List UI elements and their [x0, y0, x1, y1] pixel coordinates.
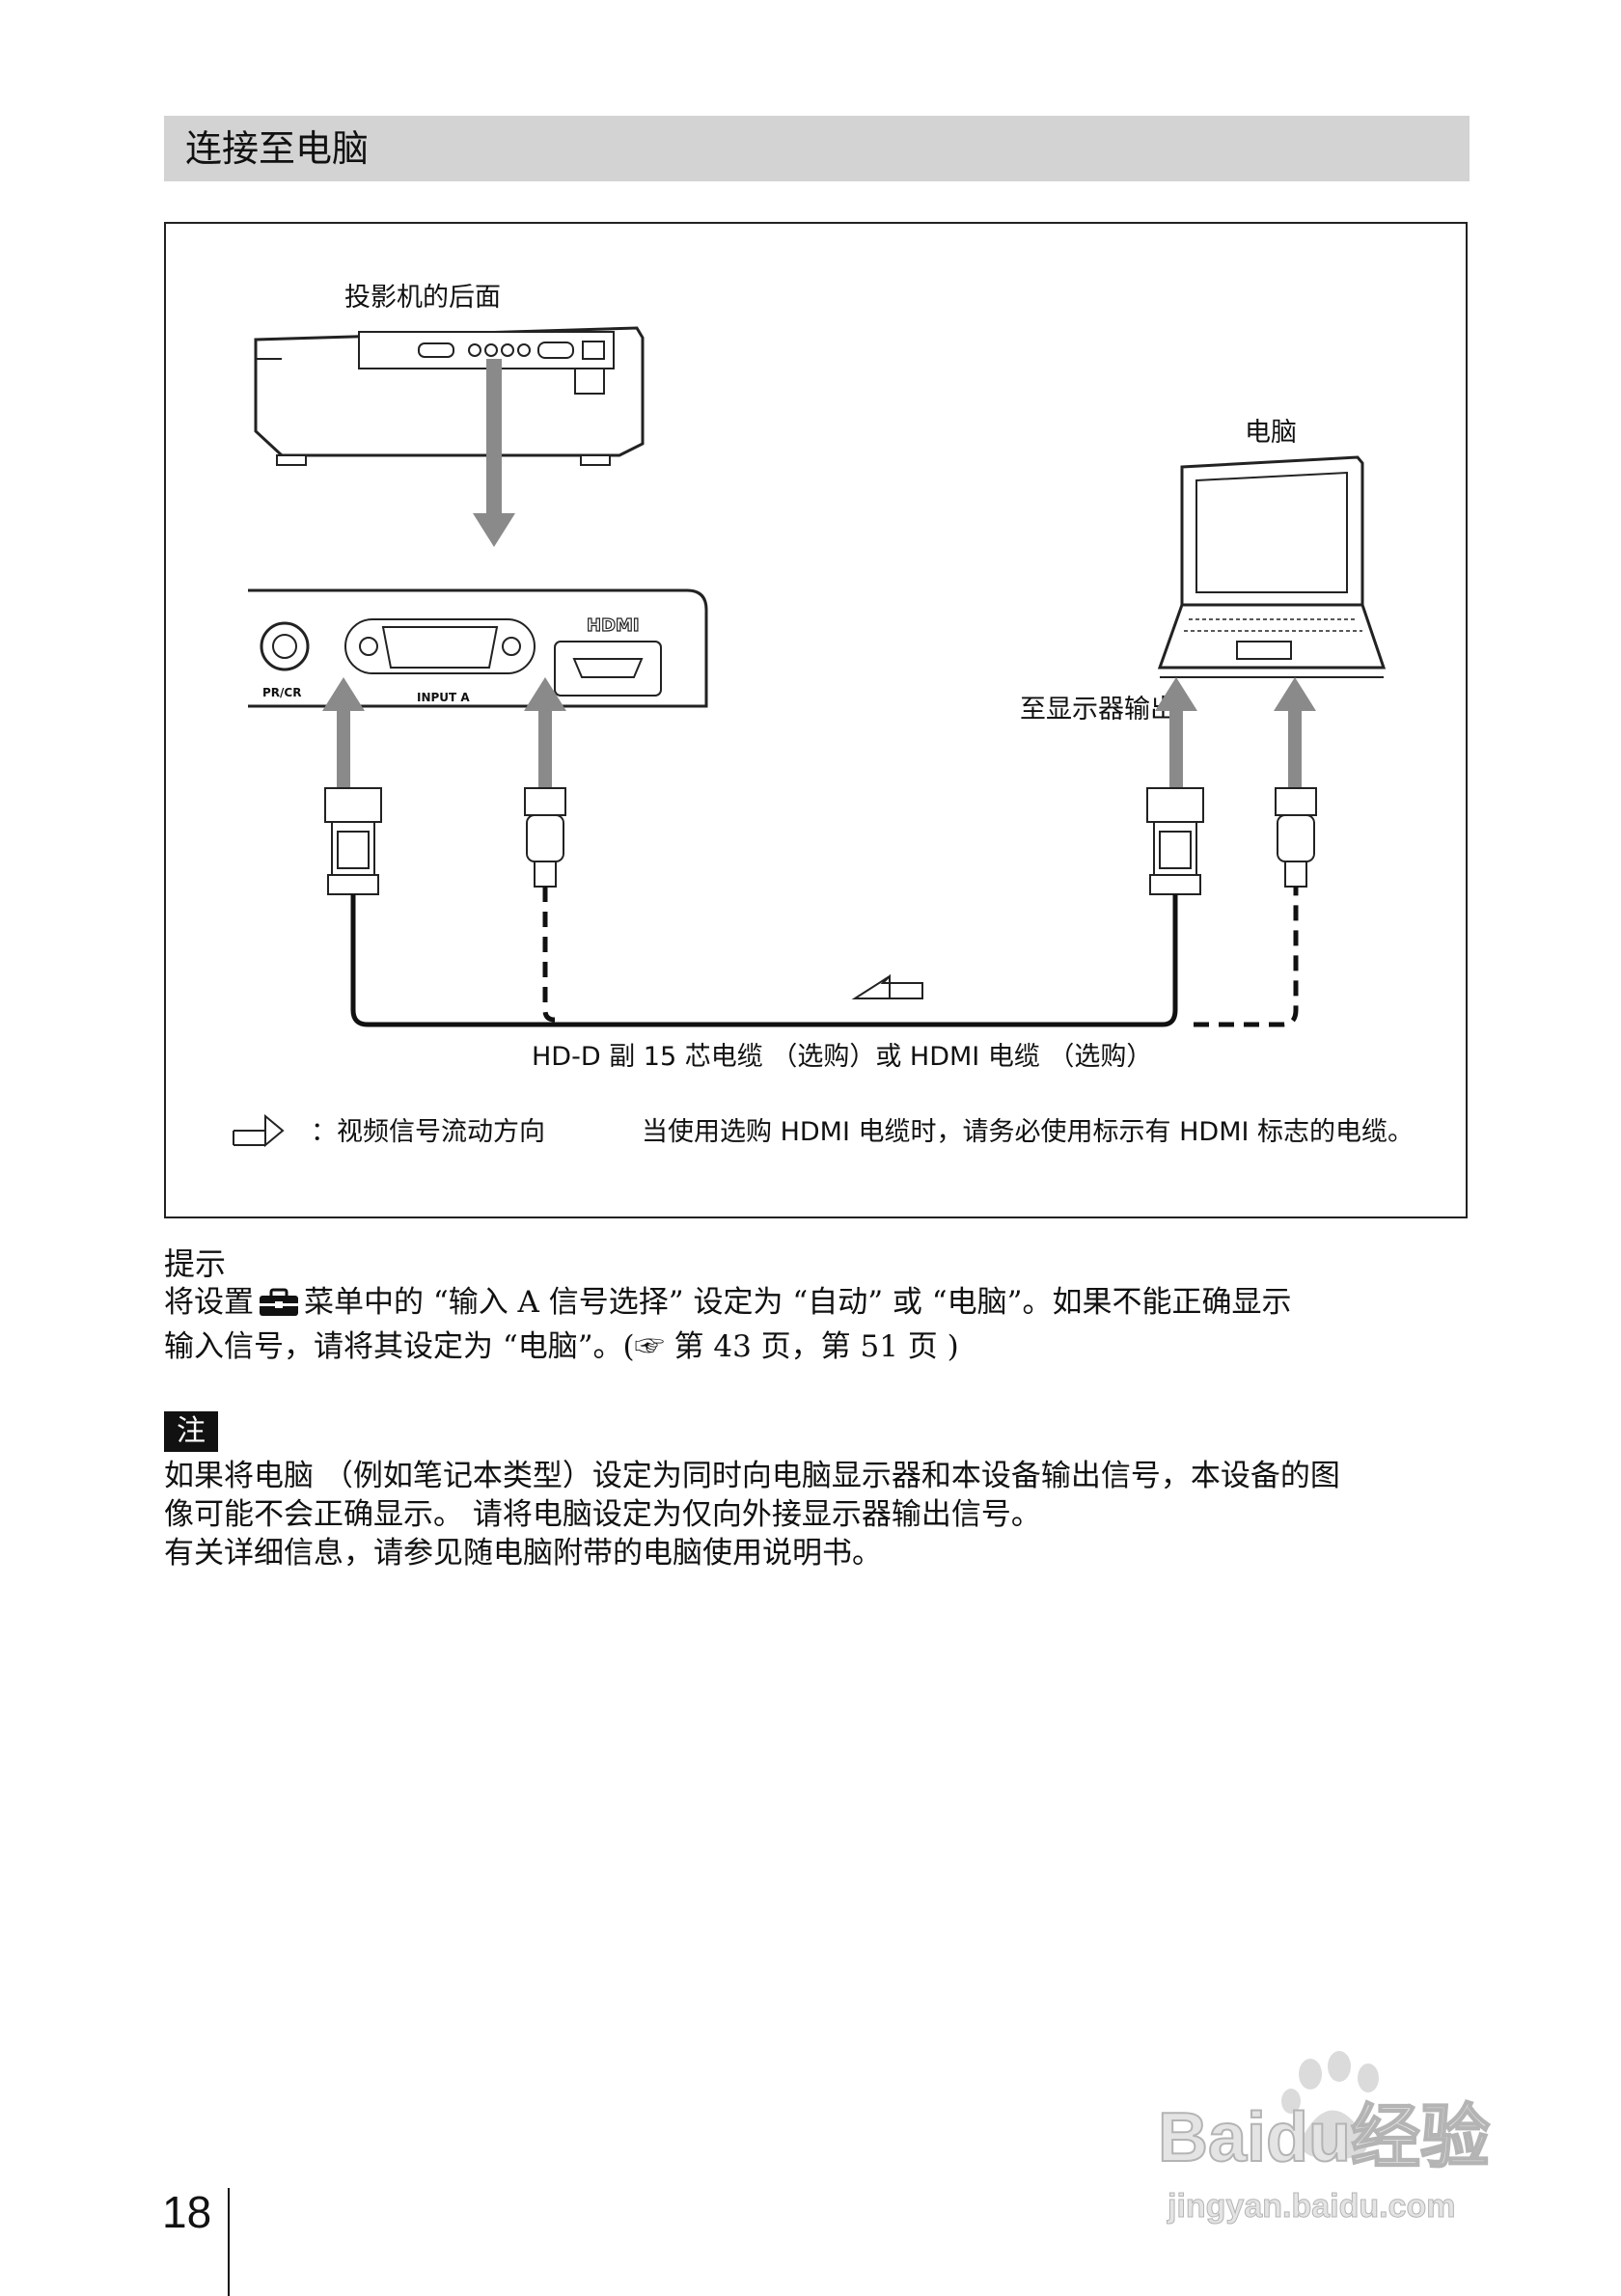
hdmi-logo-label: HDMI — [587, 615, 640, 636]
hdmi-cable-line — [1194, 887, 1299, 1027]
input-a-port-label: INPUT A — [417, 691, 470, 704]
hdmi-cable-line — [542, 887, 556, 1023]
baidu-watermark-logo: Baidu经验 jingyan.baidu.com — [1157, 2051, 1491, 2226]
hdmi-connector-icon — [524, 787, 566, 888]
hdmi-cable-note: 当使用选购 HDMI 电缆时，请务必使用标示有 HDMI 标志的电缆。 — [642, 1117, 1414, 1147]
page-number: 18 — [162, 2187, 212, 2237]
note-line-3: 有关详细信息，请参见随电脑附带的电脑使用说明书。 — [164, 1536, 882, 1571]
vga-connector-icon — [1146, 787, 1204, 895]
hint-heading: 提示 — [164, 1245, 227, 1282]
signal-flow-arrow-icon — [851, 973, 923, 999]
note-line-1: 如果将电脑 （例如笔记本类型）设定为同时向电脑显示器和本设备输出信号，本设备的图 — [164, 1459, 1340, 1493]
hdmi-connector-icon — [1275, 787, 1317, 888]
legend-label: ：视频信号流动方向 — [311, 1117, 545, 1147]
diagram-canvas: 投影机的后面 电脑 至显示器输出 P — [233, 283, 1414, 1148]
note-tag: 注 — [164, 1411, 218, 1452]
vga-connector-icon — [324, 787, 382, 895]
monitor-output-label: 至显示器输出 — [1020, 695, 1176, 724]
connection-diagram: 投影机的后面 电脑 至显示器输出 P — [164, 222, 1468, 1218]
hint-line-1: 将设置 菜单中的 “输入 A 信号选择” 设定为 “自动” 或 “电脑”。如果不能… — [164, 1283, 1476, 1327]
projector-illustration — [254, 326, 645, 466]
section-header-bar: 连接至电脑 — [164, 116, 1470, 181]
toolbox-icon — [258, 1287, 300, 1327]
hint-line-2: 输入信号，请将其设定为 “电脑”。(☞ 第 43 页，第 51 页 ) — [164, 1329, 959, 1364]
hint-body: 将设置 菜单中的 “输入 A 信号选择” 设定为 “自动” 或 “电脑”。如果不能… — [164, 1283, 1476, 1366]
port-panel-closeup: PR/CR INPUT A HDMI — [248, 588, 708, 708]
hint-text-before-icon: 将设置 — [164, 1285, 254, 1320]
note-line-2: 像可能不会正确显示。 请将电脑设定为仅向外接显示器输出信号。 — [164, 1497, 1041, 1532]
legend-arrow-icon — [234, 1113, 285, 1148]
note-body: 如果将电脑 （例如笔记本类型）设定为同时向电脑显示器和本设备输出信号，本设备的图… — [164, 1457, 1476, 1572]
vga-cable-line — [350, 894, 1178, 1027]
watermark-url: jingyan.baidu.com — [1167, 2188, 1455, 2225]
down-arrow-icon — [473, 359, 515, 547]
up-arrow-icon — [322, 677, 1316, 788]
cable-label: HD-D 副 15 芯电缆 （选购）或 HDMI 电缆 （选购） — [532, 1042, 1152, 1072]
laptop-illustration — [1157, 455, 1387, 678]
hint-text-after-icon: 菜单中的 “输入 A 信号选择” 设定为 “自动” 或 “电脑”。如果不能正确显… — [304, 1285, 1292, 1320]
watermark-brand: Baidu经验 — [1158, 2099, 1490, 2176]
pr-cr-port-label: PR/CR — [262, 686, 301, 699]
projector-rear-label: 投影机的后面 — [344, 283, 501, 313]
section-title: 连接至电脑 — [185, 127, 370, 170]
computer-label: 电脑 — [1245, 418, 1297, 448]
page-number-rule — [228, 2188, 230, 2296]
